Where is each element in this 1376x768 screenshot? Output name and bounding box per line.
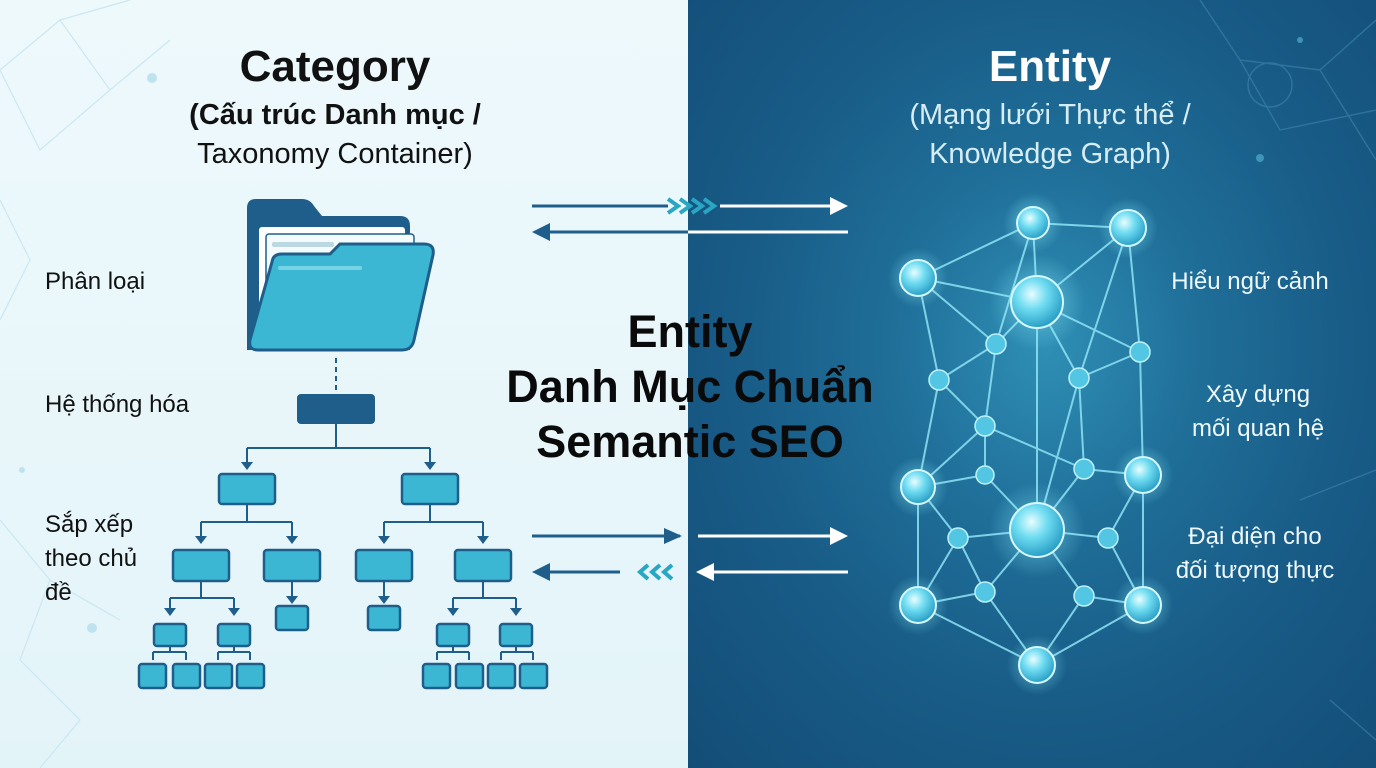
category-panel	[0, 0, 688, 768]
chevron-arrows-icon	[532, 563, 848, 581]
label-systematize: Hệ thống hóa	[45, 391, 190, 418]
label-represent: Đại diện cho đối tượng thực	[1175, 523, 1335, 584]
entity-title: Entity	[988, 42, 1112, 91]
entity-subtitle: (Mạng lưới Thực thể / Knowledge Graph)	[909, 99, 1191, 170]
category-subtitle-rest: Taxonomy Container)	[197, 138, 473, 170]
arrow-left-icon	[532, 223, 848, 241]
category-title: Category	[239, 42, 431, 91]
label-classify: Phân loại	[45, 268, 146, 295]
label-arrange: Sắp xếp theo chủ đề	[45, 511, 138, 606]
category-subtitle: (Cấu trúc Danh mục / Taxonomy Container)	[150, 96, 520, 174]
arrow-right-icon	[532, 197, 848, 215]
arrow-right-icon	[532, 527, 848, 545]
label-relations: Xây dựng mối quan hệ	[1191, 381, 1325, 442]
category-subtitle-bold: (Cấu trúc Danh mục /	[189, 99, 481, 131]
center-title: Entity Danh Mục Chuẩn Semantic SEO	[506, 306, 874, 467]
label-context: Hiểu ngữ cảnh	[1171, 268, 1329, 295]
